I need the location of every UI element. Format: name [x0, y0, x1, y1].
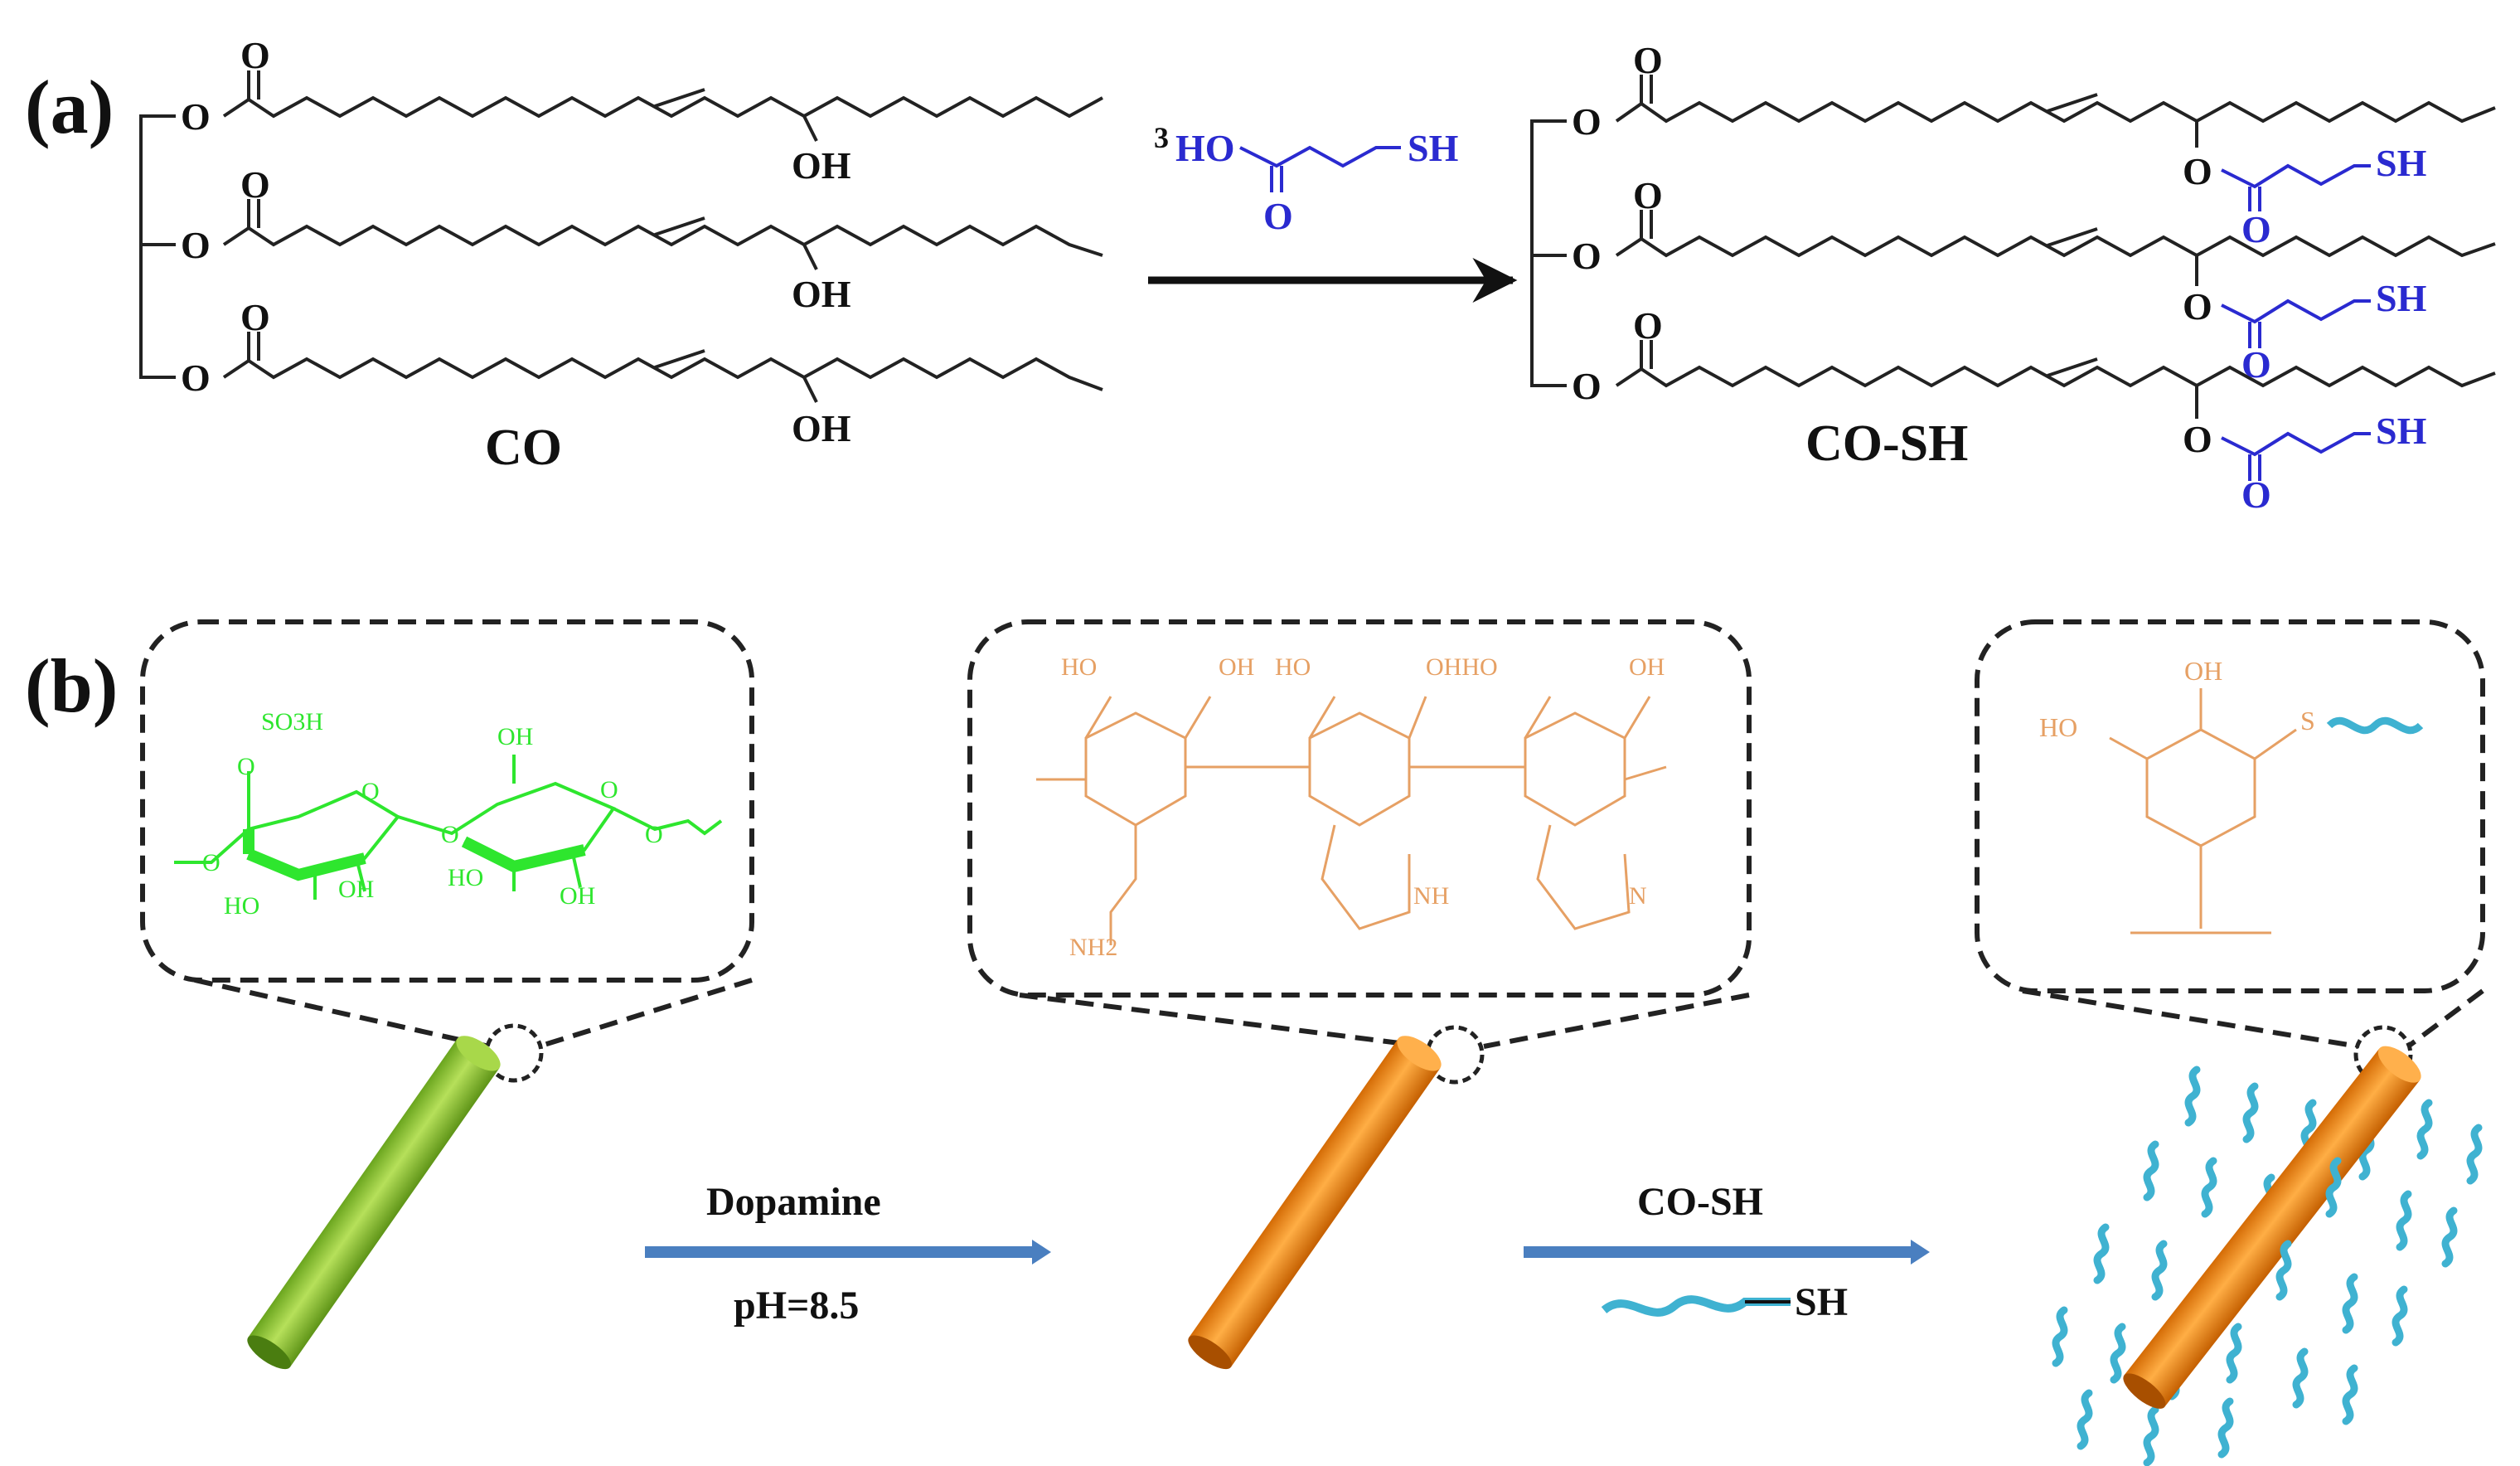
sulfonate-label: SO3H	[261, 708, 323, 735]
step-1-condition: pH=8.5	[734, 1284, 859, 1328]
step-2-reagent: CO-SH	[1637, 1180, 1763, 1224]
polydopamine-callout: HO OH HO OHHO OH NH2 NH N	[967, 619, 1752, 1049]
panel-b: (b) SO3H O O O O HO OH	[25, 619, 2485, 1466]
hydroxyl-label: HO	[224, 892, 259, 920]
linker-oxygen: O	[441, 821, 459, 848]
thiol-label: SH	[2376, 277, 2427, 319]
pda-coated-rod	[1188, 1036, 1442, 1370]
ester-oxygen: O	[181, 224, 211, 266]
hydroxyl-label: OH	[2184, 656, 2222, 686]
hydroxyl-label: OHHO	[1426, 653, 1498, 681]
linker-oxygen: O	[645, 821, 663, 848]
grafted-rod	[2052, 1046, 2483, 1466]
step-1-reagent: Dopamine	[706, 1180, 881, 1224]
hydroxyl-label: OH	[338, 876, 374, 903]
thiolated-oil-structure	[1530, 75, 2496, 419]
ester-oxygen: O	[181, 357, 211, 399]
amine-label: NH2	[1069, 934, 1117, 961]
hydroxyl-label: OH	[1219, 653, 1254, 681]
ester-oxygen: O	[2183, 285, 2212, 328]
hydroxyl-label: OH	[792, 407, 851, 449]
cellulose-callout: SO3H O O O O HO OH OH O HO OH O	[140, 619, 754, 1049]
reactant-name: CO	[485, 420, 562, 476]
hydroxyl-label: OH	[792, 144, 851, 187]
ring-oxygen: O	[361, 778, 380, 805]
ester-oxygen: O	[1572, 235, 1602, 277]
carbonyl-oxygen: O	[1633, 304, 1663, 347]
carbonyl-oxygen: O	[1633, 174, 1663, 216]
hydroxyl-label: OH	[497, 723, 533, 750]
panel-a: (a) O O O O O O	[25, 34, 2496, 516]
hydroxyl-label: HO	[2039, 712, 2077, 742]
castor-oil-structure	[139, 70, 1103, 403]
hydroxyl-label: OH	[560, 882, 595, 910]
step-1: Dopamine pH=8.5	[645, 1180, 1051, 1328]
linker-oxygen: O	[202, 849, 220, 876]
panel-a-label: (a)	[25, 65, 114, 149]
mercaptopropionate-arms	[2221, 163, 2371, 481]
carbonyl-oxygen: O	[240, 296, 270, 338]
hydroxyl-label: HO	[1061, 653, 1097, 681]
ring-oxygen: O	[600, 776, 618, 803]
step-2-thiol-label: SH	[1795, 1280, 1848, 1324]
grafted-chains	[2052, 1066, 2483, 1466]
ring-oxygen: O	[237, 753, 255, 780]
step-2: CO-SH SH	[1524, 1180, 1930, 1324]
reagent-prefix: 3	[1154, 121, 1169, 154]
ester-oxygen: O	[2183, 418, 2212, 460]
reagent-hydroxyl: HO	[1175, 127, 1235, 169]
hydroxyl-label: HO	[1275, 653, 1311, 681]
imine-n-label: N	[1629, 882, 1647, 910]
thiol-callout: OH HO S	[1975, 619, 2485, 1049]
panel-b-label: (b)	[25, 643, 118, 728]
carbonyl-oxygen: O	[2241, 208, 2271, 250]
carbonyl-oxygen: O	[2241, 343, 2271, 386]
thiol-label: SH	[2376, 142, 2427, 184]
product-name: CO-SH	[1805, 415, 1968, 472]
cellulose-rod	[247, 1036, 501, 1370]
ester-oxygen: O	[1572, 365, 1602, 407]
imine-nh-label: NH	[1413, 882, 1449, 910]
thiol-label: SH	[2376, 410, 2427, 452]
hydroxyl-label: OH	[792, 273, 851, 315]
ester-oxygen: O	[2183, 150, 2212, 192]
ester-oxygen: O	[181, 95, 211, 138]
reagent-thiol: SH	[1408, 127, 1459, 169]
carbonyl-oxygen: O	[240, 34, 270, 76]
hydroxyl-label: HO	[448, 864, 483, 891]
hydroxyl-label: OH	[1629, 653, 1665, 681]
carbonyl-oxygen: O	[1633, 39, 1663, 81]
sulfur-label: S	[2300, 706, 2315, 735]
carbonyl-oxygen: O	[240, 163, 270, 206]
reagent-carbonyl: O	[1263, 195, 1293, 237]
carbonyl-oxygen: O	[2241, 473, 2271, 516]
ester-oxygen: O	[1572, 100, 1602, 143]
reagent-structure: 3 HO O SH	[1154, 121, 1459, 237]
